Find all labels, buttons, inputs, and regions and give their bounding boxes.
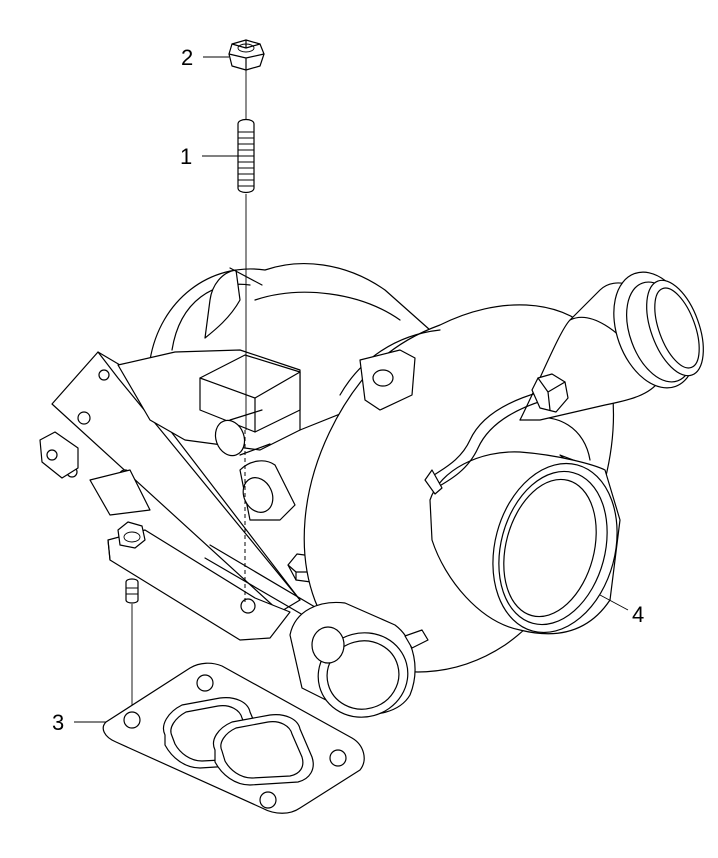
callout-4-label: 4 xyxy=(632,602,644,627)
compressor-inlet xyxy=(429,451,621,635)
callout-3-label: 3 xyxy=(52,710,64,735)
part-3-gasket xyxy=(102,662,365,814)
actuator-bracket xyxy=(39,351,301,613)
callout-1: 1 xyxy=(180,144,238,169)
callout-2-label: 2 xyxy=(181,45,193,70)
callout-1-label: 1 xyxy=(180,144,192,169)
flange-stud xyxy=(125,578,139,708)
bracket-hole xyxy=(98,369,110,381)
part-2-nut xyxy=(228,39,265,71)
callout-2: 2 xyxy=(181,45,229,70)
flange-stud-hole xyxy=(240,598,256,614)
callout-4: 4 xyxy=(599,594,644,627)
center-housing xyxy=(117,349,301,521)
bracket-hole xyxy=(77,411,91,425)
part-1-stud xyxy=(237,118,255,194)
wastegate-hose xyxy=(424,373,569,495)
wastegate-actuator xyxy=(204,544,429,718)
turbine-flange xyxy=(107,521,291,641)
callout-3: 3 xyxy=(52,710,106,735)
